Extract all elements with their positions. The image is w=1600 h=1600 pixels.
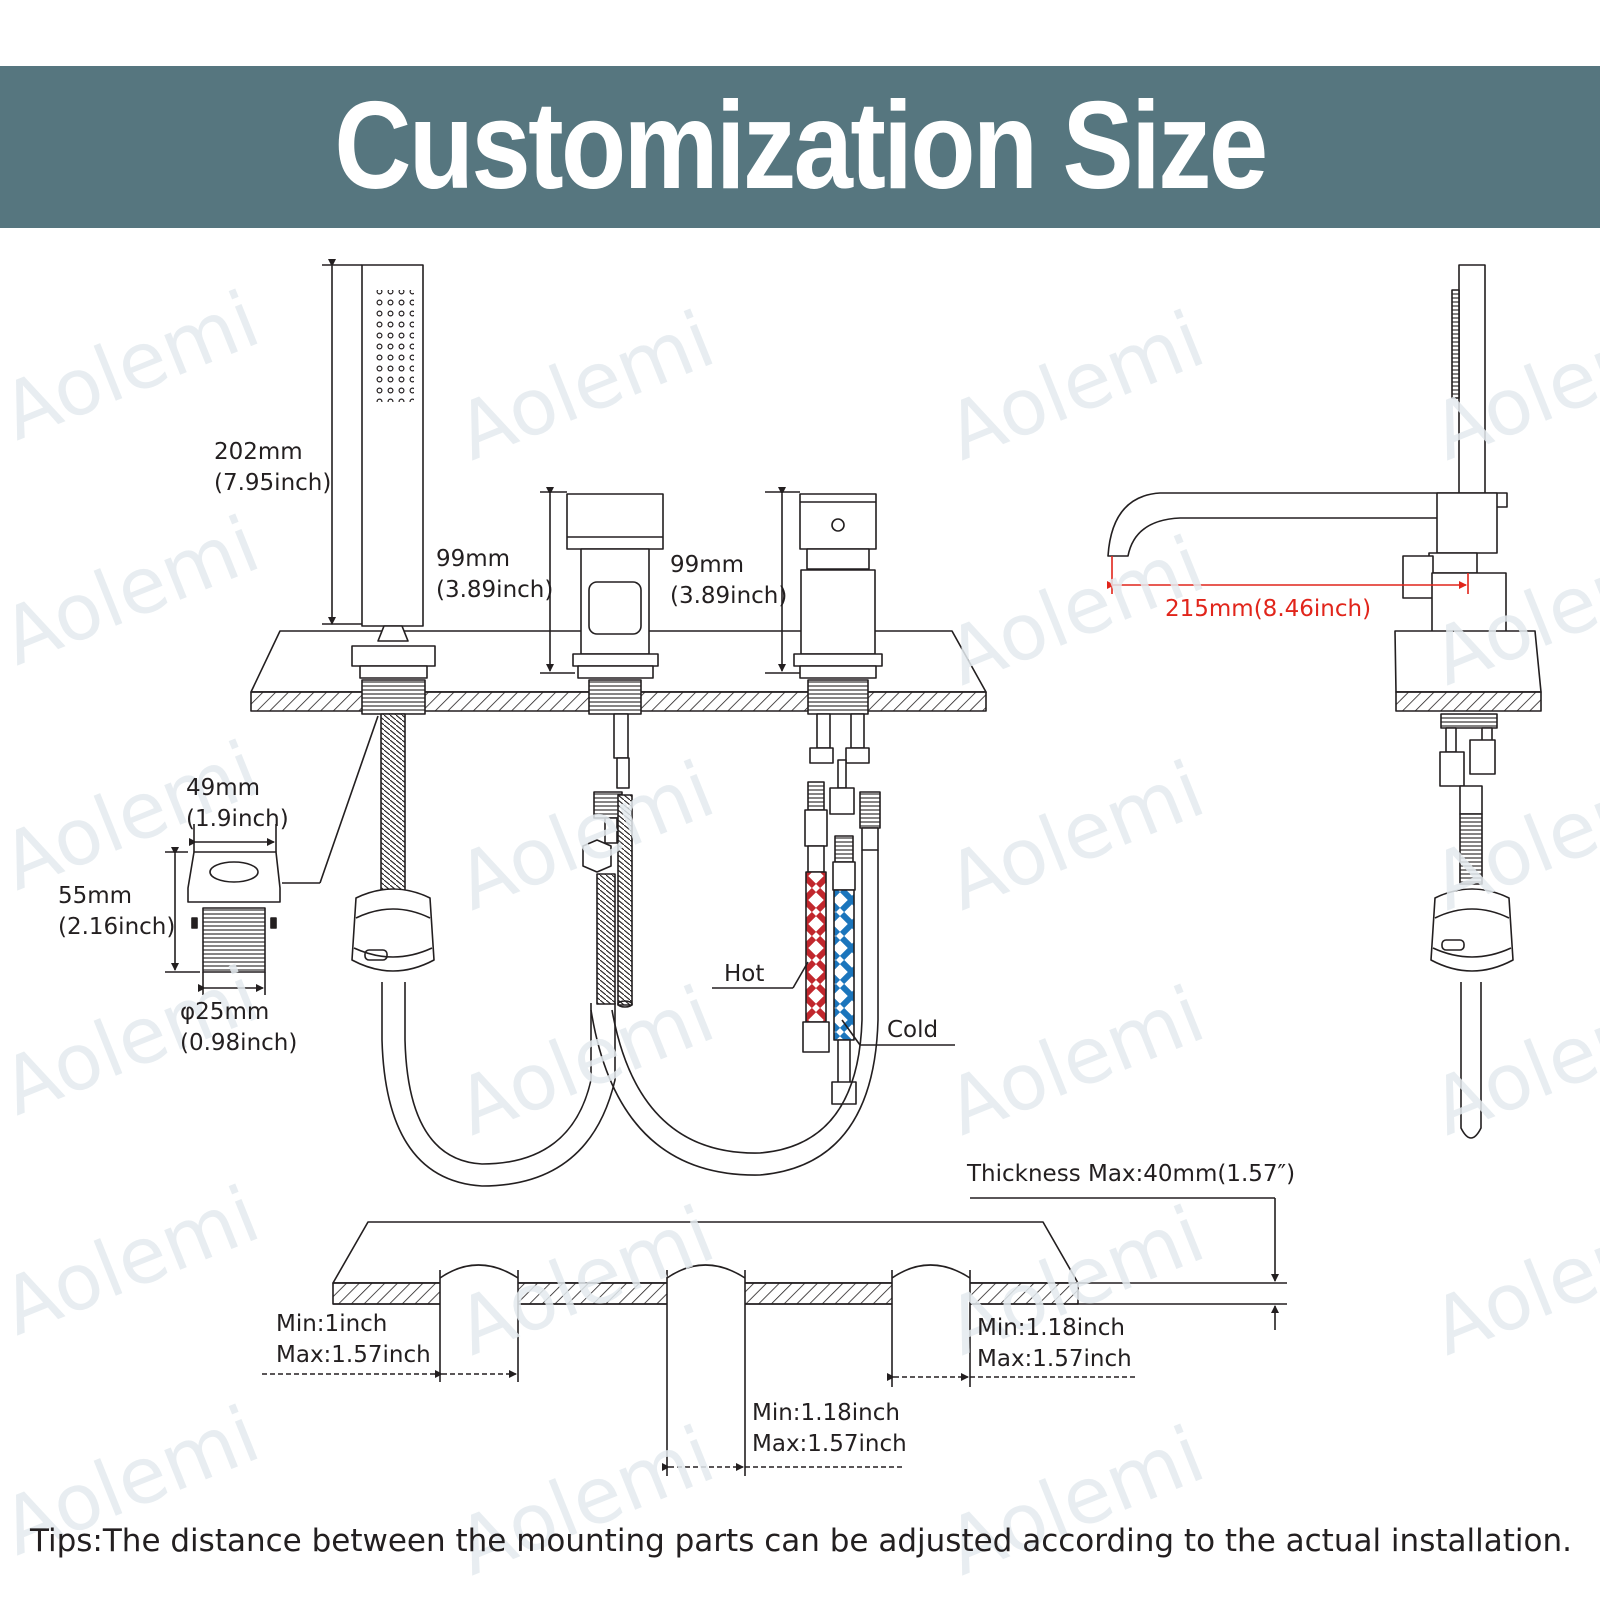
thread-diameter-mm: φ25mm (180, 999, 270, 1025)
right-handle-height-dimension (765, 487, 800, 674)
right-handle-height-mm: 99mm (670, 552, 745, 578)
handshower-height-mm: 202mm (214, 439, 303, 465)
thickness-label: Thickness Max:40mm(1.57″) (967, 1161, 1296, 1187)
left-handle-height-mm: 99mm (436, 546, 511, 572)
right-hole-min: Min:1.18inch (977, 1315, 1125, 1341)
spout-reach-dimension (1107, 556, 1469, 594)
left-handle (566, 493, 664, 1008)
cold-supply-hose (831, 835, 857, 1105)
left-handle-height-in: (3.89inch) (436, 577, 554, 603)
spout-hose (590, 791, 881, 1176)
handshower-height-in: (7.95inch) (214, 470, 332, 496)
page-title: Customization Size (334, 77, 1268, 215)
handshower (351, 264, 616, 1187)
thickness-dimension (970, 1197, 1287, 1330)
hot-supply-hose (802, 781, 830, 1053)
cold-label: Cold (887, 1017, 939, 1043)
left-hole-max: Max:1.57inch (276, 1342, 431, 1368)
base-height-mm: 55mm (58, 883, 133, 909)
installation-tip: Tips:The distance between the mounting p… (30, 1523, 1572, 1559)
middle-hole-max: Max:1.57inch (752, 1431, 907, 1457)
left-handle-height-dimension (540, 487, 575, 674)
handshower-height-dimension (322, 259, 362, 625)
hot-label: Hot (724, 961, 765, 987)
middle-hole-min: Min:1.18inch (752, 1400, 900, 1426)
base-width-in: (1.9inch) (186, 806, 289, 832)
lower-deck-section (332, 1221, 1079, 1476)
right-handle (793, 493, 883, 815)
left-hole-min: Min:1inch (276, 1311, 388, 1337)
right-handle-height-in: (3.89inch) (670, 583, 788, 609)
base-height-in: (2.16inch) (58, 914, 176, 940)
title-banner (0, 66, 1600, 228)
spout-reach-label: 215mm(8.46inch) (1165, 596, 1372, 622)
right-hole-max: Max:1.57inch (977, 1346, 1132, 1372)
side-view-faucet (1107, 264, 1542, 1139)
base-width-mm: 49mm (186, 775, 261, 801)
mounting-base-detail (165, 715, 379, 995)
hole-spacing-dimensions (262, 1370, 1135, 1471)
thread-diameter-in: (0.98inch) (180, 1030, 298, 1056)
